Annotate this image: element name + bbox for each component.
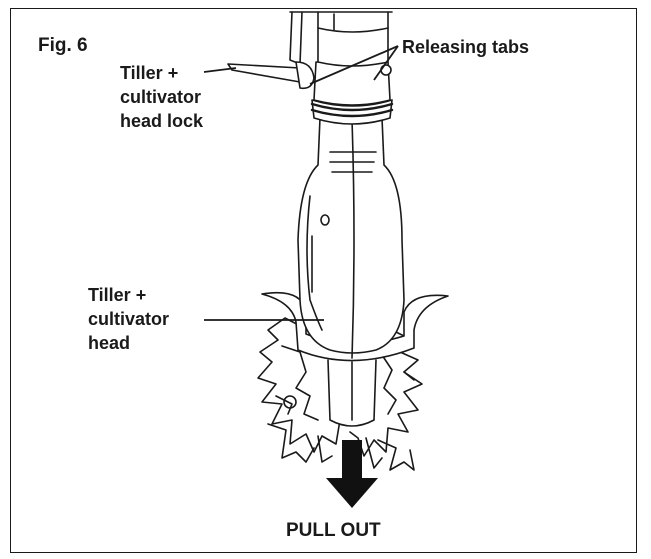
housing-seam (351, 119, 355, 359)
left-tine-blade-b (275, 395, 293, 415)
callout-head-lock-line-2: cultivator (120, 87, 202, 107)
bottom-tine-left (317, 435, 333, 463)
tube-lower (313, 61, 391, 106)
callout-head-lock-line-1: Tiller + (120, 63, 179, 83)
left-tine-inner (281, 345, 319, 421)
right-tine-blade-b (403, 371, 415, 381)
right-tine-blade (377, 439, 415, 471)
arrow-shaft (342, 440, 362, 480)
right-tine-inner (379, 351, 397, 415)
callout-head-line-3: head (88, 333, 131, 353)
tube-upper (317, 11, 389, 67)
callout-releasing-tabs: Releasing tabs (402, 37, 530, 57)
motor-housing (297, 117, 405, 354)
callout-head-lock-line-3: head lock (120, 111, 204, 131)
housing-side-panel (306, 195, 323, 331)
collar-thread-2 (310, 108, 394, 118)
arrow-head (326, 478, 378, 508)
leader-lines (203, 45, 399, 321)
callout-head-line-2: cultivator (88, 309, 170, 329)
action-label: PULL OUT (286, 520, 381, 541)
lock-collar (311, 99, 393, 125)
figure-label: Fig. 6 (38, 35, 88, 56)
pull-out-arrow (326, 440, 378, 508)
left-hub-bolt (283, 395, 297, 409)
leader-releasing-tabs-1 (309, 45, 399, 85)
tube-cap (317, 27, 389, 33)
left-tine-blade-a (267, 423, 315, 463)
tube-top-handle (289, 11, 303, 65)
tine-guard (261, 291, 449, 362)
lock-lever-pivot (295, 61, 315, 90)
callout-head-line-1: Tiller + (88, 285, 147, 305)
leader-head-lock (203, 67, 237, 73)
housing-vent (320, 214, 330, 226)
collar-thread-1 (310, 102, 394, 112)
bottom-tine-right (365, 437, 383, 469)
leader-releasing-tabs-2 (373, 45, 399, 81)
